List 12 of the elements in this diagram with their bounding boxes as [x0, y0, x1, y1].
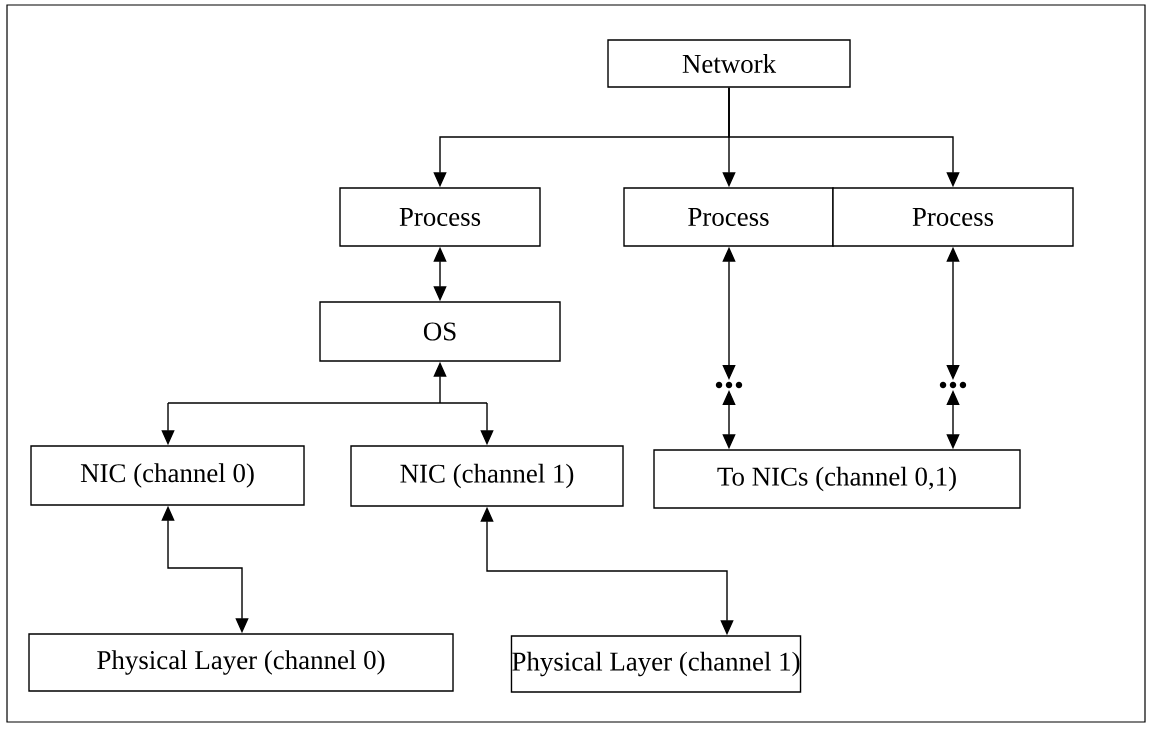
process-box: Physical Layer (channel 1) — [510, 635, 802, 693]
process-box: NIC (channel 1) — [350, 445, 624, 507]
process-box: Process — [832, 187, 1074, 247]
process-box: Network — [607, 39, 851, 88]
process-box: To NICs (channel 0,1) — [653, 449, 1021, 509]
process-box: Process — [623, 187, 834, 247]
process-box: Physical Layer (channel 0) — [28, 633, 454, 692]
process-box: OS — [319, 301, 561, 362]
process-box: Process — [339, 187, 541, 247]
process-box: NIC (channel 0) — [30, 445, 305, 506]
ellipsis-text: ... — [715, 381, 743, 389]
ellipsis-text: ... — [939, 381, 967, 389]
